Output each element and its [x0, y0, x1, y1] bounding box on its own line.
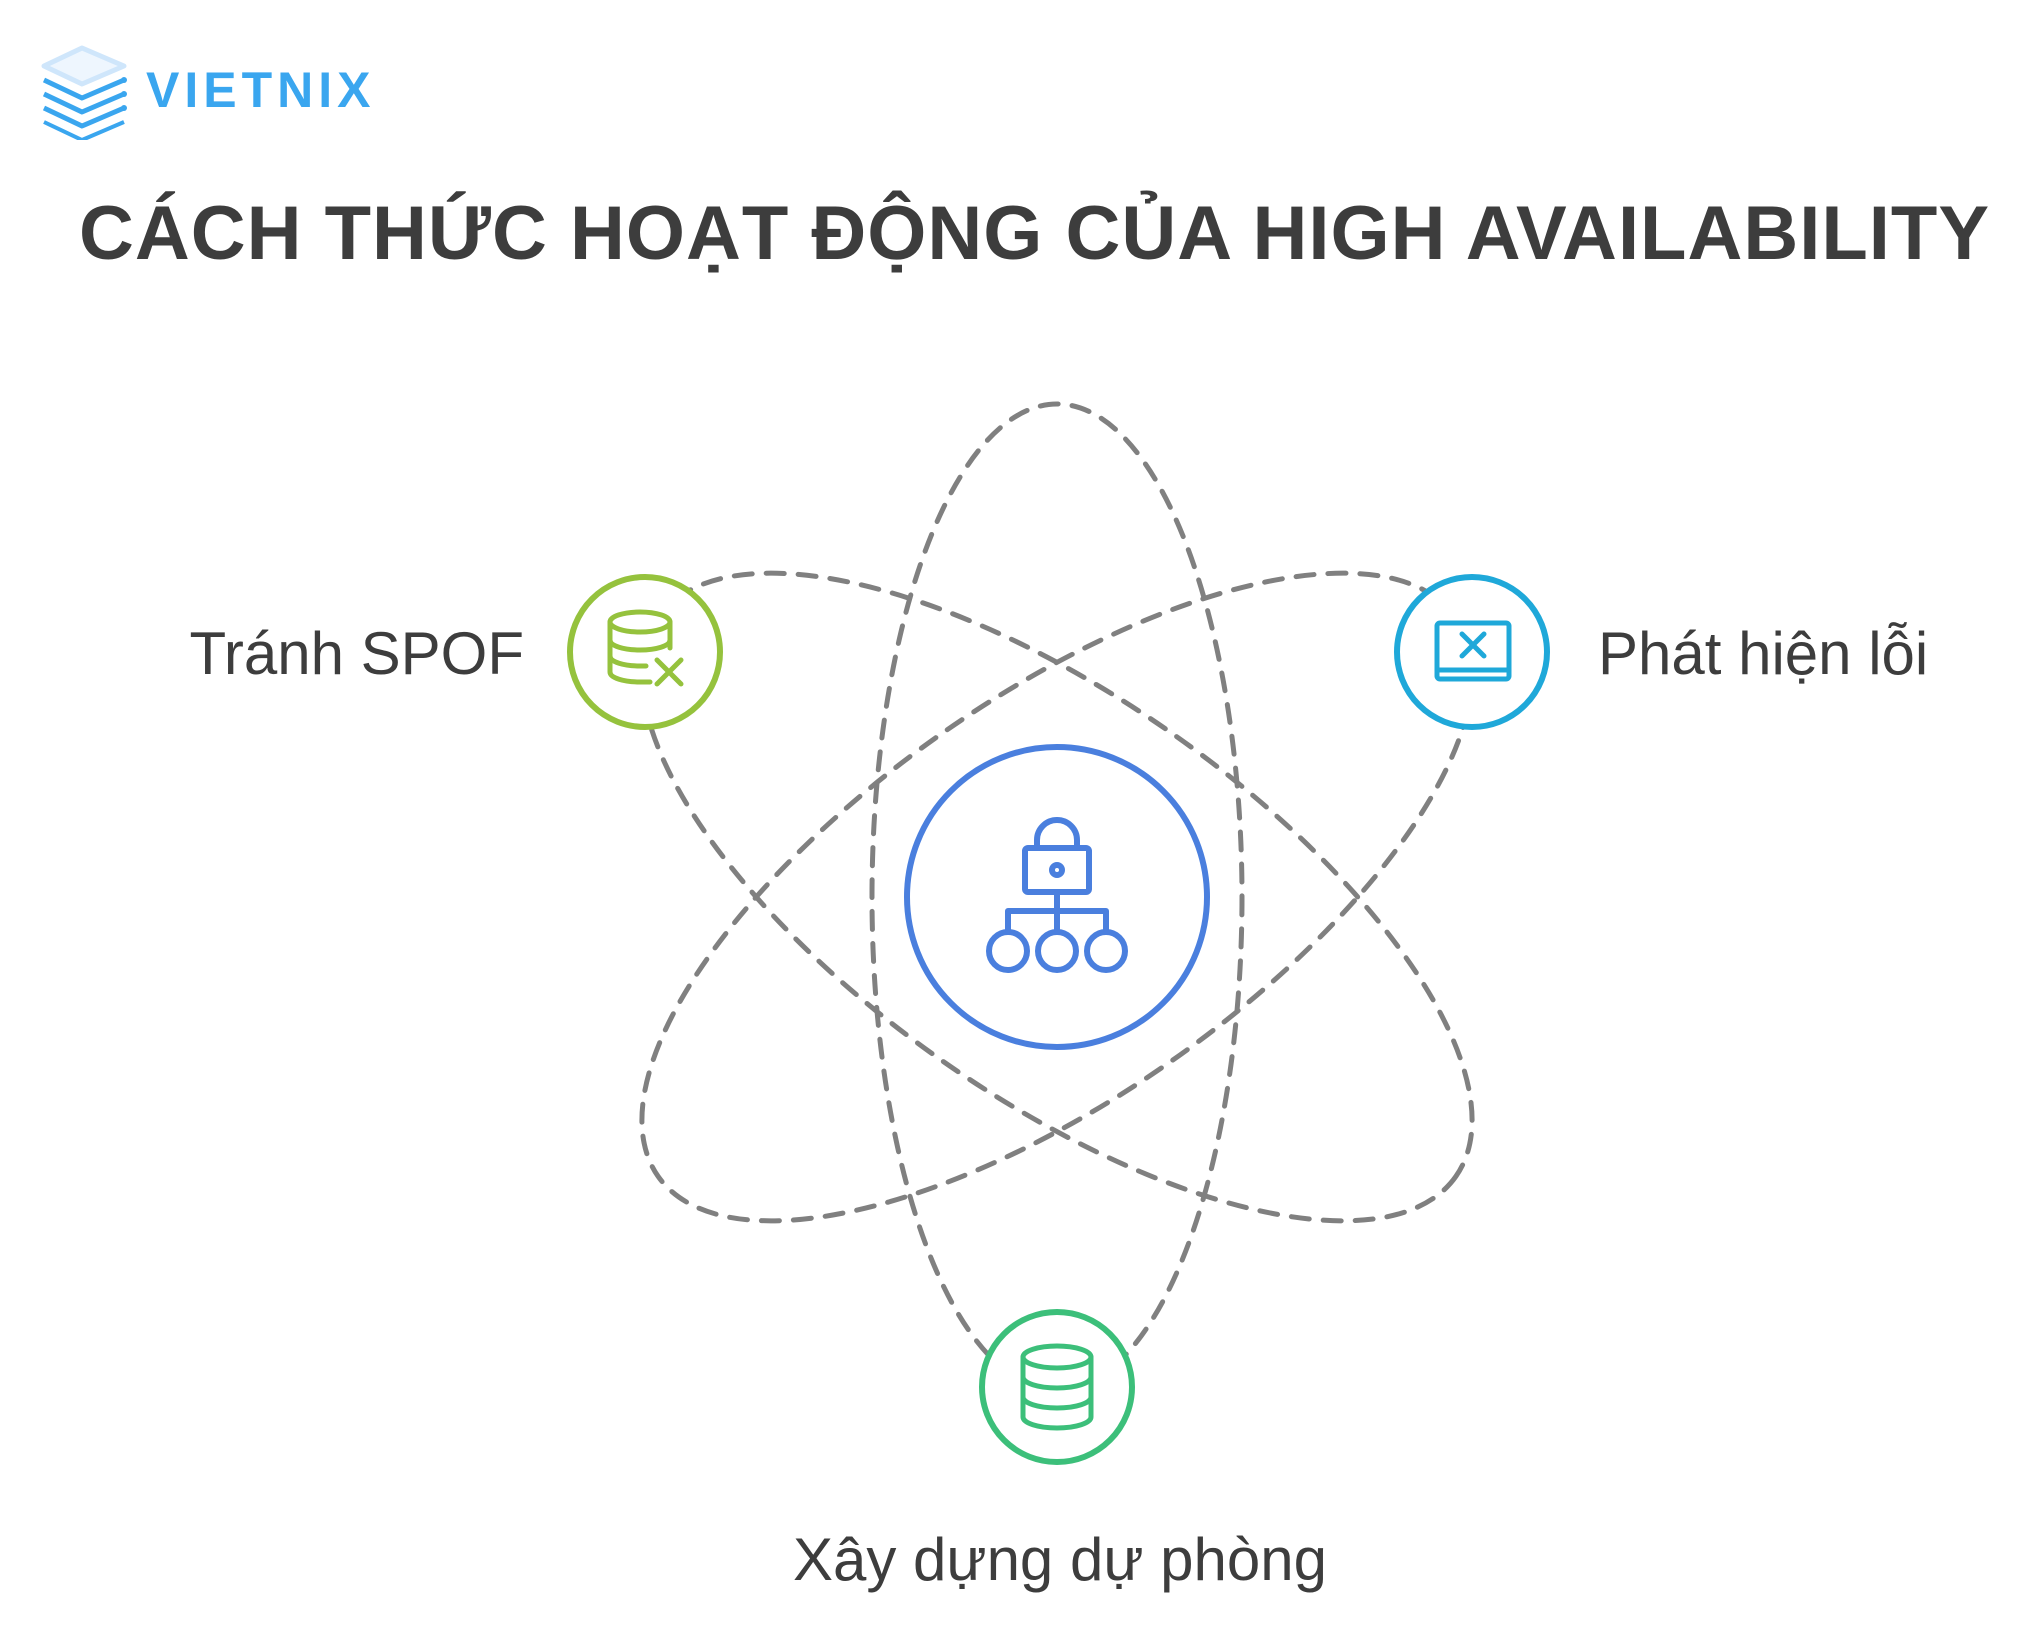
node-build-redundancy: [979, 1309, 1135, 1465]
node-error-detection: [1394, 574, 1550, 730]
node-avoid-spof: [567, 574, 723, 730]
brand-name: VIETNIX: [146, 62, 376, 118]
label-build-redundancy: Xây dựng dự phòng: [792, 1526, 1328, 1593]
brand-logo: VIETNIX: [40, 40, 375, 140]
window-x-icon: [1434, 620, 1512, 682]
database-x-icon: [607, 609, 684, 687]
lock-network-icon: [986, 817, 1128, 973]
database-icon: [1020, 1343, 1094, 1431]
label-error-detection: Phát hiện lỗi: [1598, 620, 1929, 687]
label-avoid-spof: Tránh SPOF: [189, 620, 524, 687]
center-node: [904, 744, 1210, 1050]
server-stack-icon: [40, 40, 130, 140]
page-title: CÁCH THỨC HOẠT ĐỘNG CỦA HIGH AVAILABILIT…: [78, 191, 1991, 276]
